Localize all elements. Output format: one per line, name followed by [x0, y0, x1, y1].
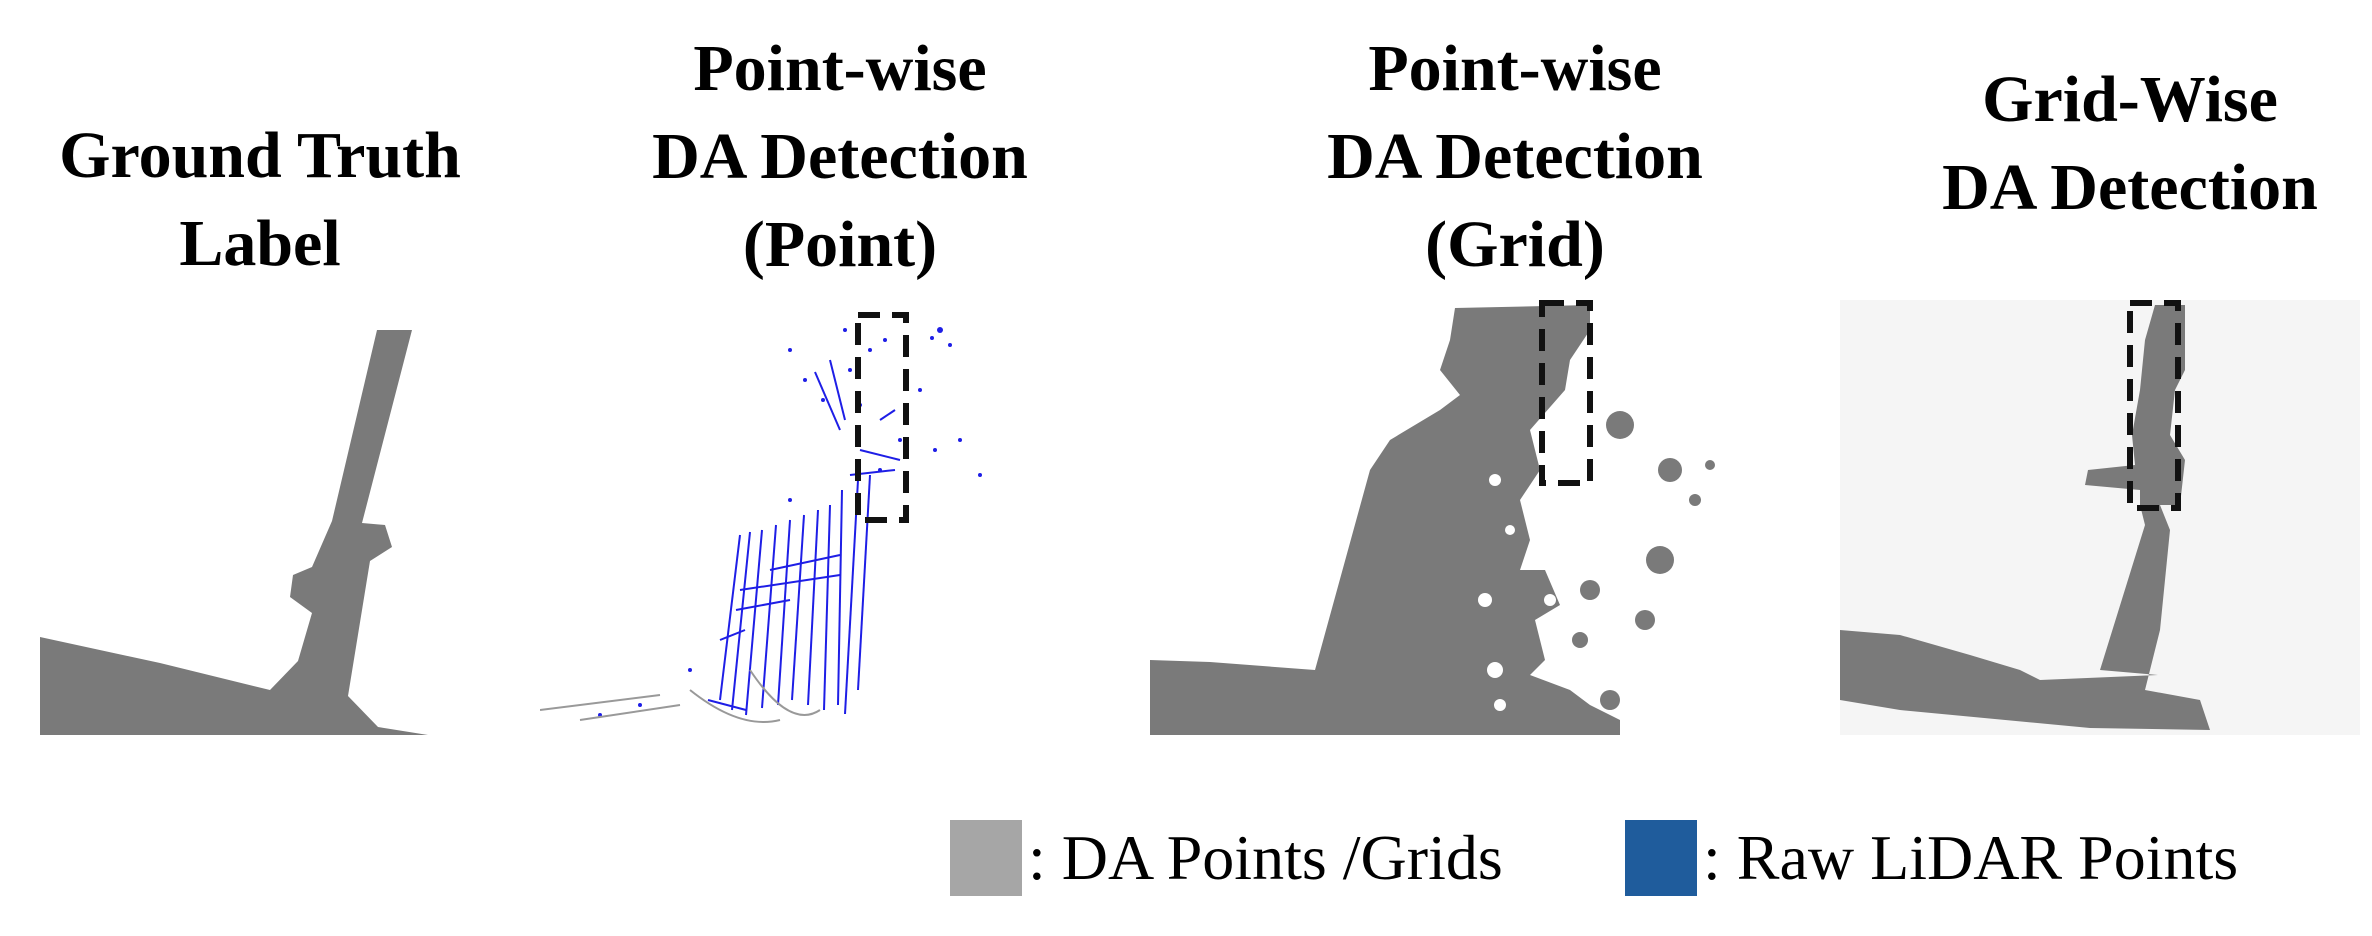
gridwise-image [1840, 300, 2360, 735]
pointwise-grid-image [1150, 300, 1715, 735]
legend-swatch-lidar [1625, 820, 1697, 896]
ground-truth-image [40, 330, 428, 735]
legend-label-lidar: : Raw LiDAR Points [1703, 822, 2239, 893]
pointwise-point-image [540, 312, 982, 723]
panel-title-ground-truth: Ground Truth Label [59, 119, 461, 280]
legend-da: : DA Points /Grids [950, 820, 1570, 896]
panel-title-pointwise-point: Point-wise DA Detection (Point) [652, 32, 1028, 281]
panel-title-pointwise-grid: Point-wise DA Detection (Grid) [1327, 32, 1703, 281]
legend-label-da: : DA Points /Grids [1028, 822, 1503, 893]
legend-lidar: : Raw LiDAR Points [1625, 820, 2345, 896]
legend-swatch-da [950, 820, 1022, 896]
panel-title-gridwise: Grid-Wise DA Detection [1942, 63, 2318, 224]
